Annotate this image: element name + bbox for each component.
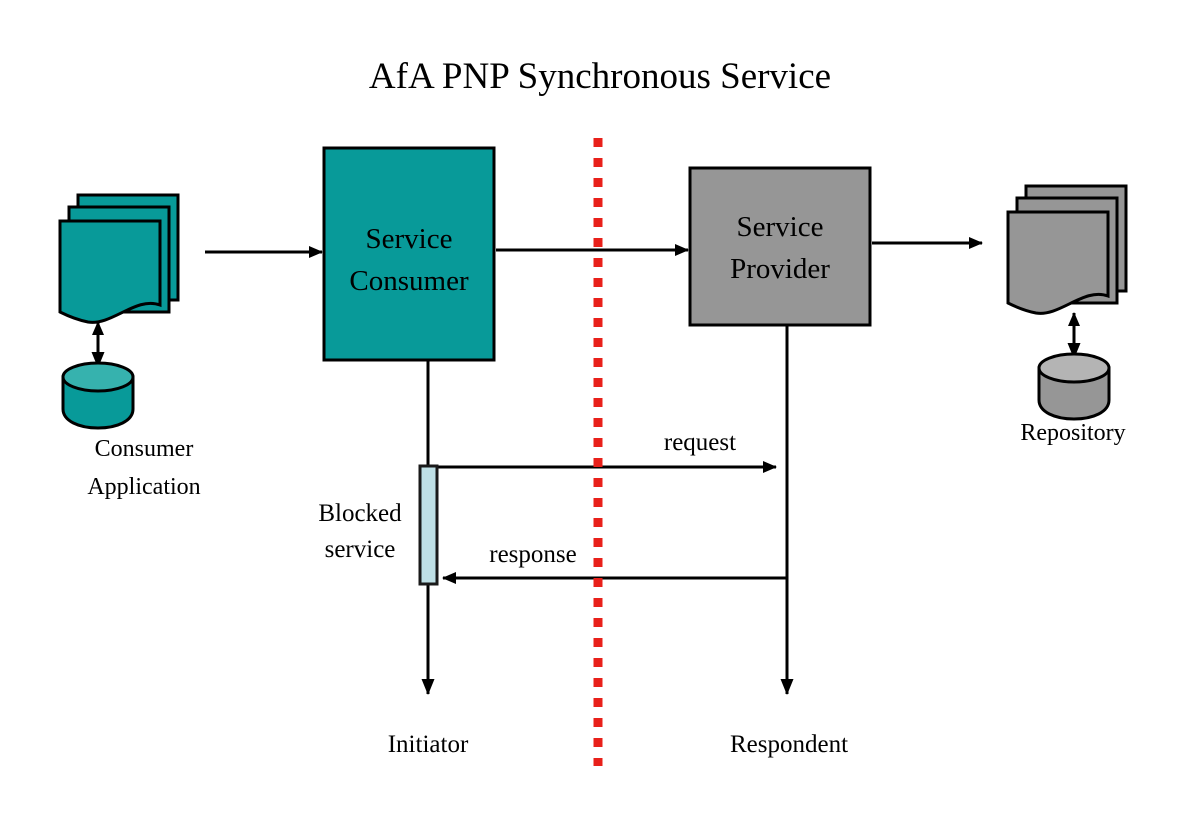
page-title: AfA PNP Synchronous Service [369,56,831,97]
initiator-label: Initiator [388,731,469,758]
service-provider-label-line1: Service [737,211,824,243]
cylinder-top [61,361,135,393]
response-message-label: response [489,541,576,568]
blocked-service-activation-bar [418,464,439,586]
repository-database-cylinder [1037,352,1111,421]
service-provider-label-line2: Provider [730,253,830,285]
repository-sheet-front [1006,210,1110,315]
request-message-label: request [664,429,736,456]
consumer-application-label-line2: Application [87,474,200,500]
consumer-document-stack [58,193,180,324]
respondent-label: Respondent [730,731,848,758]
service-consumer-label-line1: Service [366,223,453,255]
service-consumer-label-line2: Consumer [349,265,469,297]
consumer-application-label-line1: Consumer [95,436,194,462]
blocked-service-label-line2: service [325,536,396,563]
repository-label: Repository [1020,420,1125,446]
blocked-service-label-line1: Blocked [318,500,402,527]
service-provider-box[interactable] [688,166,872,327]
repository-cylinder-top [1037,352,1111,384]
repository-document-stack [1006,184,1128,315]
service-consumer-box[interactable] [322,146,496,362]
consumer-database-cylinder [61,361,135,430]
